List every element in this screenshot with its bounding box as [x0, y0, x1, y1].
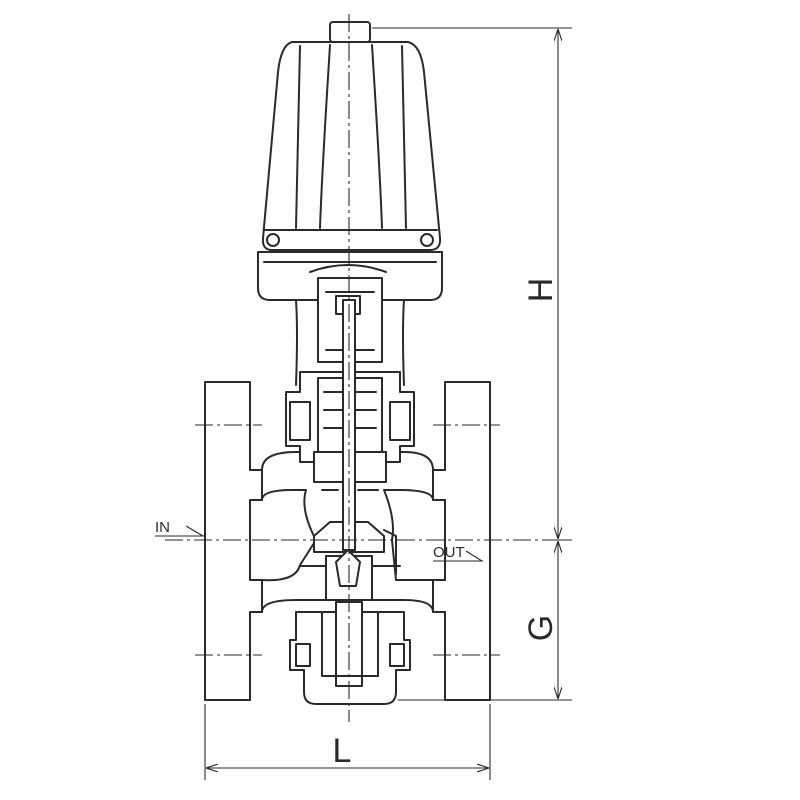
bottom-bolt-left [295, 643, 311, 667]
bonnet-nut-left [289, 401, 311, 441]
body-upper-shoulder [261, 451, 434, 471]
outlet-label: OUT [433, 544, 465, 561]
flange-left [204, 381, 263, 701]
dimension-port-height: G [398, 541, 572, 701]
body-lower-shoulder [261, 599, 434, 613]
valve-plug [335, 549, 361, 587]
outlet-marker: OUT [433, 544, 484, 562]
height-label: H [522, 278, 560, 303]
actuator-base [257, 251, 443, 301]
actuator-cover [261, 41, 442, 251]
inlet-label: IN [155, 519, 170, 536]
flange-right [432, 381, 491, 701]
length-extension-lines [204, 704, 491, 780]
dimension-height: H [372, 27, 572, 541]
actuator-top-cap [329, 21, 371, 43]
actuator-cover-edge-left [295, 45, 301, 229]
coupling-nut [309, 264, 387, 273]
cover-screw-left-icon [266, 233, 280, 247]
bottom-bolt-right [389, 643, 405, 667]
outlet-chamber [383, 489, 434, 581]
lower-guide-housing [321, 611, 379, 677]
port-height-label: G [522, 615, 560, 641]
inlet-arrow-icon [185, 525, 206, 537]
actuator [257, 21, 443, 301]
actuator-cover-rib-right [371, 44, 383, 229]
seat-guide-right [383, 529, 397, 575]
length-label: L [333, 732, 352, 770]
valve-body [204, 381, 491, 705]
outlet-arrow-icon [465, 550, 484, 562]
yoke-sides [295, 299, 405, 386]
dimension-length: L [204, 704, 491, 780]
lower-guide-bushing [335, 601, 363, 687]
inlet-chamber [261, 489, 317, 582]
cover-screw-right-icon [420, 233, 434, 247]
actuator-cover-rib-left [319, 44, 331, 229]
inlet-marker: IN [155, 519, 206, 537]
actuator-cover-edge-right [401, 45, 407, 229]
center-lines [165, 14, 545, 722]
bonnet-nut-right [389, 401, 411, 441]
